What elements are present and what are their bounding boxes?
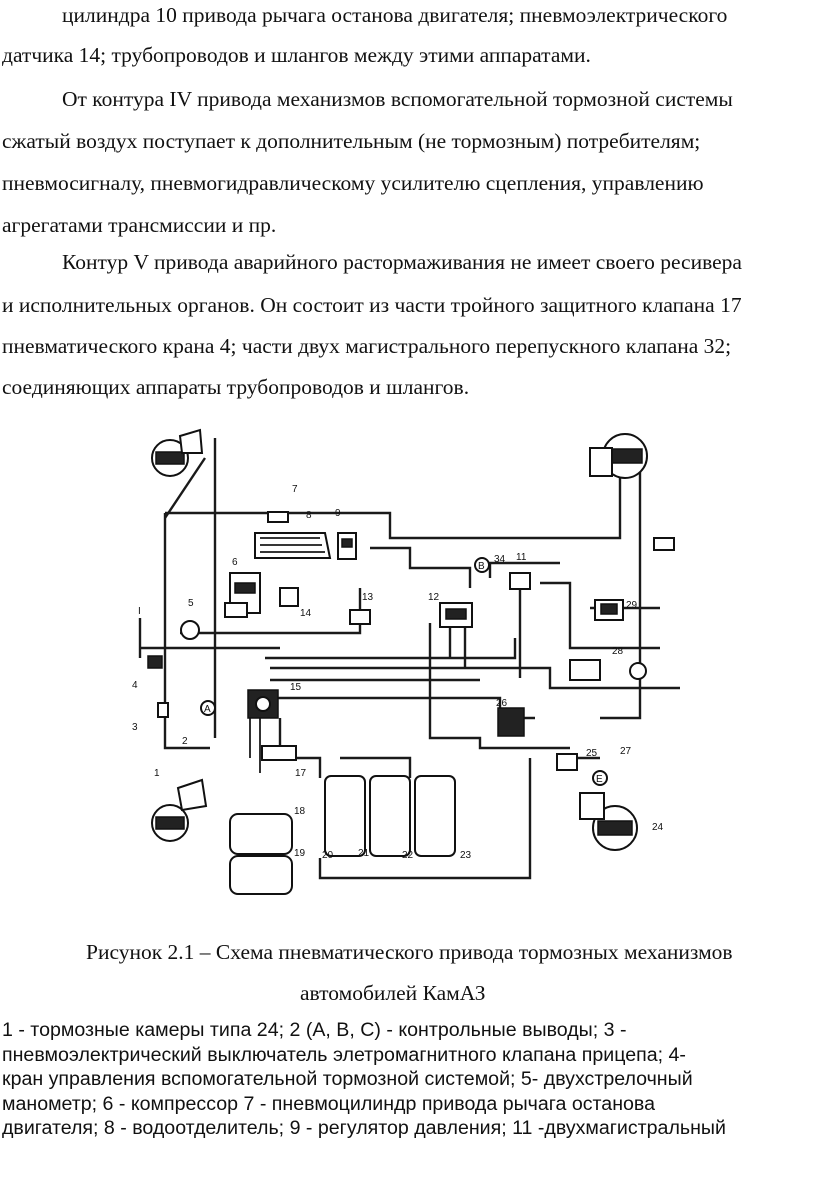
body-text-line-7: Контур V привода аварийного растормажива… xyxy=(62,250,742,274)
pipe-network xyxy=(138,438,680,880)
body-text-line-8: и исполнительных органов. Он состоит из … xyxy=(2,293,742,317)
engine-stop-cylinder xyxy=(267,511,289,523)
label-29: 29 xyxy=(626,600,638,611)
part-labels: 1 2 3 4 5 6 7 8 9 11 12 13 14 15 17 18 1… xyxy=(132,484,664,861)
label-21: 21 xyxy=(358,848,370,859)
label-34: 34 xyxy=(494,554,506,565)
legend-line-3: кран управления вспомогательной тормозно… xyxy=(2,1068,693,1091)
body-text-line-9: пневматического крана 4; части двух маги… xyxy=(2,334,732,358)
label-8: 8 xyxy=(306,510,312,521)
test-point-a-label: A xyxy=(204,704,211,715)
water-separator xyxy=(254,532,332,559)
body-text-line-4: сжатый воздух поступает к дополнительным… xyxy=(2,129,701,153)
label-5: 5 xyxy=(188,598,194,609)
body-text-line-1: цилиндра 10 привода рычага останова двиг… xyxy=(62,3,728,27)
figure-caption-line-2: автомобилей КамАЗ xyxy=(300,981,486,1005)
label-1: 1 xyxy=(154,768,160,779)
label-11: 11 xyxy=(516,552,527,563)
label-7: 7 xyxy=(292,484,298,495)
body-text-line-2: датчика 14; трубопроводов и шлангов межд… xyxy=(2,43,591,67)
brake-chamber-rear-right xyxy=(579,792,638,851)
protective-valve xyxy=(439,602,473,628)
test-point-e-label: E xyxy=(596,774,603,785)
label-22: 22 xyxy=(402,850,414,861)
valve-29 xyxy=(594,599,624,621)
test-point-b-label: B xyxy=(478,561,485,572)
test-point-b: B xyxy=(474,557,490,573)
label-3: 3 xyxy=(132,722,138,733)
label-15: 15 xyxy=(290,682,302,693)
valve-13 xyxy=(349,609,371,625)
valve-15 xyxy=(247,689,279,719)
brake-chamber-rear-left xyxy=(151,778,208,842)
triple-protection-valve xyxy=(261,745,297,761)
test-point-e: E xyxy=(592,770,608,786)
label-13: 13 xyxy=(362,592,374,603)
body-text-line-3: От контура IV привода механизмов вспомог… xyxy=(62,87,733,111)
figure-legend: 1 - тормозные камеры типа 24; 2 (А, В, С… xyxy=(2,1018,814,1141)
receivers-group xyxy=(324,775,456,857)
figure-caption-line-1: Рисунок 2.1 – Схема пневматического прив… xyxy=(86,940,733,964)
brake-chamber-front-left xyxy=(151,428,204,477)
test-point-a: A xyxy=(200,700,216,716)
legend-line-2: пневмоэлектрический выключатель элетрома… xyxy=(2,1043,686,1066)
label-14: 14 xyxy=(300,608,312,619)
label-12: 12 xyxy=(428,592,440,603)
valve-25 xyxy=(556,753,578,771)
connection-head-r xyxy=(653,537,675,551)
label-23: 23 xyxy=(460,850,472,861)
label-19: 19 xyxy=(294,848,306,859)
brake-chamber-front-right xyxy=(589,433,648,479)
label-6: 6 xyxy=(232,557,238,568)
legend-line-4: манометр; 6 - компрессор 7 - пневмоцилин… xyxy=(2,1092,655,1115)
label-roman-1: I xyxy=(138,606,141,617)
pneumoelectric-sensor xyxy=(279,587,299,607)
auxiliary-brake-valve xyxy=(147,655,163,669)
valve-26 xyxy=(497,707,525,737)
label-9: 9 xyxy=(335,508,341,519)
pressure-regulator xyxy=(337,532,357,560)
body-text-line-5: пневмосигналу, пневмогидравлическому уси… xyxy=(2,171,704,195)
label-27: 27 xyxy=(620,746,632,757)
body-text-line-6: агрегатами трансмиссии и пр. xyxy=(2,213,277,237)
valve-11 xyxy=(509,572,531,590)
legend-line-5: двигателя; 8 - водоотделитель; 9 - регул… xyxy=(2,1117,726,1140)
pneumoelectric-switch xyxy=(157,702,169,718)
body-text-line-10: соединяющих аппараты трубопроводов и шла… xyxy=(2,375,470,399)
receiver-19 xyxy=(229,855,293,895)
label-28: 28 xyxy=(612,646,624,657)
label-20: 20 xyxy=(322,850,334,861)
label-26: 26 xyxy=(496,698,508,709)
label-24: 24 xyxy=(652,822,664,833)
label-2: 2 xyxy=(182,736,188,747)
legend-line-1: 1 - тормозные камеры типа 24; 2 (А, В, С… xyxy=(2,1019,627,1041)
receiver-18 xyxy=(229,813,293,855)
dual-pointer-manometer xyxy=(180,620,200,640)
label-18: 18 xyxy=(294,806,306,817)
label-25: 25 xyxy=(586,748,598,759)
valve-28 xyxy=(569,659,647,681)
pneumatic-brake-scheme-diagram: A B E 1 2 3 4 5 6 7 8 9 11 12 13 14 15 1… xyxy=(132,428,680,895)
label-17: 17 xyxy=(295,768,307,779)
compressor xyxy=(224,572,261,618)
label-4: 4 xyxy=(132,680,138,691)
